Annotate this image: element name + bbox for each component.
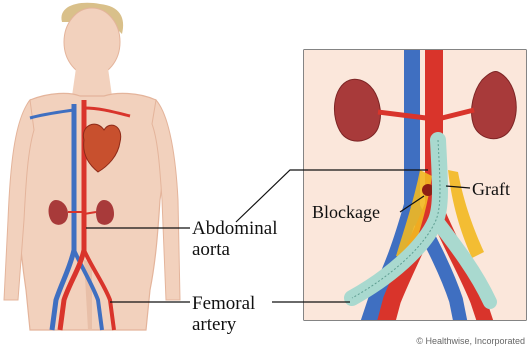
copyright-credit: © Healthwise, Incorporated (416, 336, 525, 346)
blockage-label: Blockage (312, 202, 380, 222)
femoral-artery-label-line1: Femoral (192, 294, 255, 314)
human-figure (4, 3, 180, 330)
graft-label: Graft (472, 179, 510, 199)
abdominal-aorta-label-line2: aorta (192, 240, 230, 260)
head (64, 8, 120, 76)
neck (72, 68, 112, 96)
abdominal-aorta-label-line1: Abdominal (192, 219, 278, 239)
femoral-artery-label-line2: artery (192, 315, 236, 335)
